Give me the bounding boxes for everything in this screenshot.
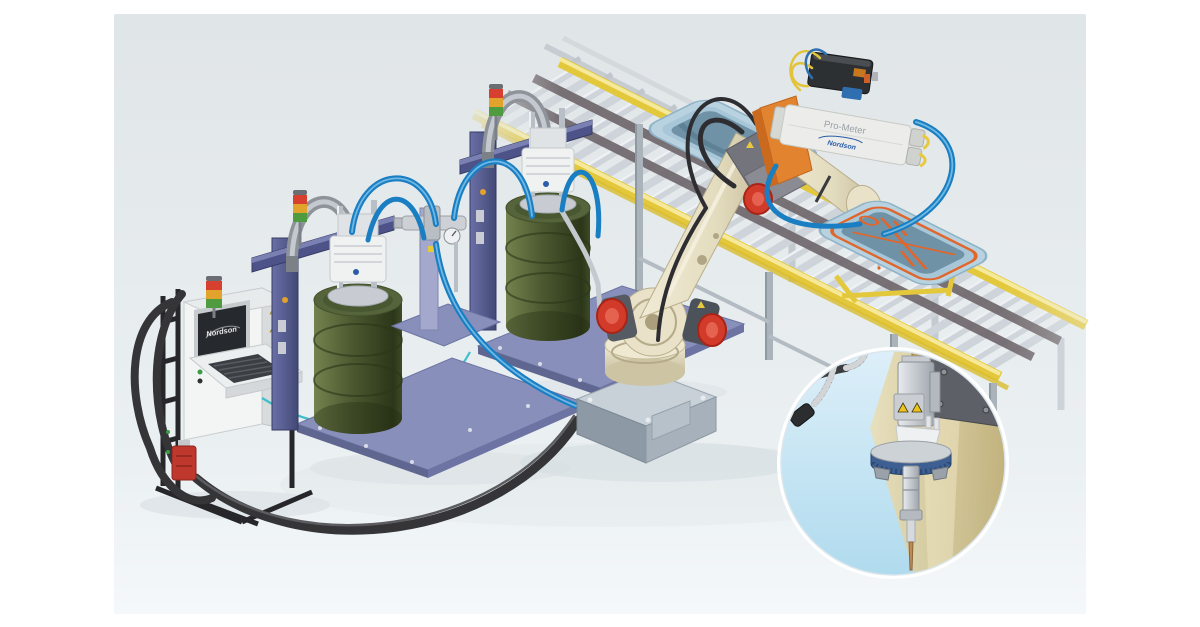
heater-unit-red	[166, 430, 197, 481]
screen-logo-swoosh	[205, 325, 241, 339]
pump-logo-dot	[543, 181, 549, 187]
elbow-cables	[656, 97, 758, 342]
robot-arm-hoses-blue	[764, 119, 956, 237]
shoulder-motor-right	[682, 298, 727, 347]
inset-warning-plate	[893, 393, 925, 421]
cabinet-hoses-black	[130, 290, 583, 535]
inset-knurled-disc	[870, 440, 952, 484]
cabinet-button-green[interactable]	[197, 369, 203, 375]
cabinet-screen	[198, 305, 246, 356]
rear-down-pipe	[557, 206, 603, 311]
material-hoses-blue	[349, 158, 602, 409]
blue-connector	[841, 86, 863, 101]
conveyor-skid-strips	[504, 73, 1063, 362]
orange-connector	[864, 74, 870, 83]
shoulder-motor-left	[596, 294, 638, 342]
inset-needle-tip	[908, 541, 914, 571]
inset-cable-connector	[789, 403, 815, 427]
adhesive-bead-pattern	[830, 206, 978, 281]
roller-conveyor	[471, 57, 1089, 462]
pro-meter-brand: Nordson	[827, 140, 857, 152]
drum-rear	[505, 192, 591, 341]
pro-meter-unit: Pro-Meter Nordson	[769, 104, 930, 168]
pro-meter-assembly: Pro-Meter Nordson	[752, 48, 956, 237]
pump-logo-dot	[353, 269, 359, 275]
keyboard[interactable]	[208, 354, 284, 383]
cabinet-stack-light	[206, 276, 222, 318]
stack-light-rear	[489, 84, 503, 140]
forearm-ring	[814, 175, 832, 203]
silver-connector	[872, 72, 878, 81]
inset-valve-body	[893, 355, 941, 427]
inset-nozzle	[899, 465, 923, 571]
control-box-cables	[789, 48, 828, 92]
stack-light-front	[293, 190, 307, 246]
control-box-black	[807, 52, 874, 95]
cabinet-button-dark[interactable]	[197, 378, 203, 384]
robot-shoulder	[596, 287, 727, 357]
